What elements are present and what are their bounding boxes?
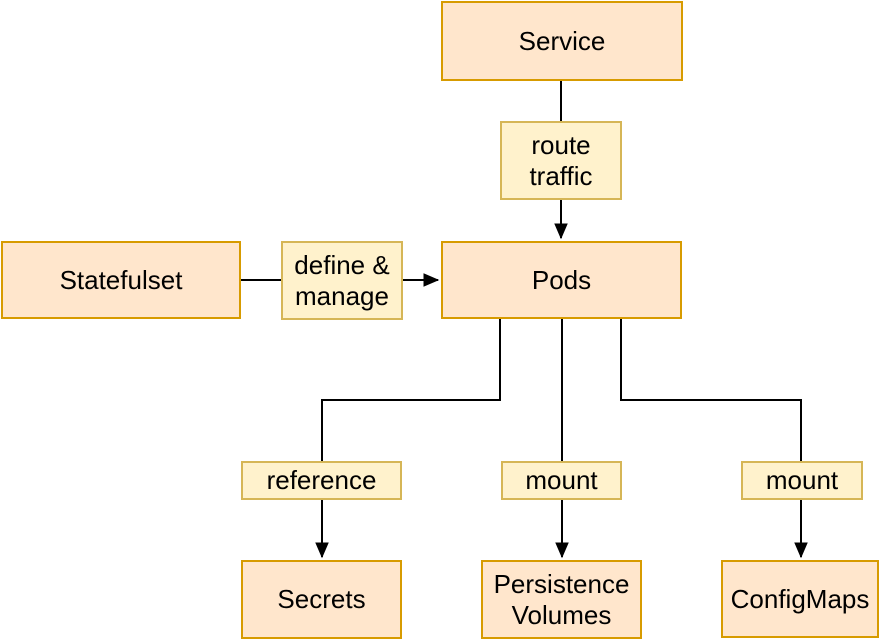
edge-pods-to-secrets xyxy=(315,319,501,559)
edge-label-reference: reference xyxy=(241,461,402,500)
edge-label-mount-right-text: mount xyxy=(765,465,839,496)
node-pods-label: Pods xyxy=(531,264,592,295)
edge-label-mount-middle-text: mount xyxy=(525,465,598,496)
edge-label-reference-text: reference xyxy=(266,465,377,496)
node-pods: Pods xyxy=(441,241,682,319)
node-service: Service xyxy=(441,1,683,81)
node-service-label: Service xyxy=(518,25,606,56)
edge-label-define-manage: define & manage xyxy=(281,241,403,320)
edge-label-route-traffic-text: route traffic xyxy=(529,129,593,191)
node-configmaps-label: ConfigMaps xyxy=(730,583,870,614)
node-secrets-label: Secrets xyxy=(277,584,366,615)
node-persistence-volumes-label: Persistence Volumes xyxy=(493,568,630,630)
edge-label-define-manage-text: define & manage xyxy=(294,249,390,311)
edge-label-mount-middle: mount xyxy=(501,461,622,500)
edge-label-mount-right: mount xyxy=(741,461,863,500)
node-secrets: Secrets xyxy=(241,560,402,639)
node-configmaps: ConfigMaps xyxy=(721,560,879,638)
node-persistence-volumes: Persistence Volumes xyxy=(481,560,642,639)
node-statefulset-label: Statefulset xyxy=(59,264,183,295)
edge-label-route-traffic: route traffic xyxy=(500,121,622,200)
edge-pods-to-configmaps xyxy=(620,319,808,559)
node-statefulset: Statefulset xyxy=(1,241,241,319)
